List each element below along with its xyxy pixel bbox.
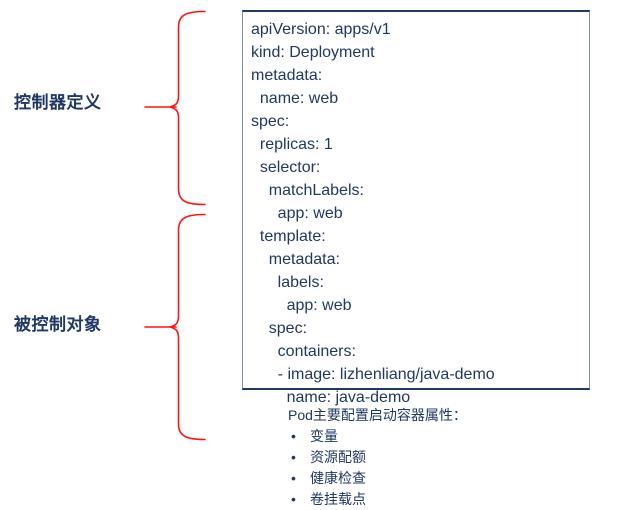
- group-label-controller-definition: 控制器定义: [14, 93, 102, 112]
- list-item: • 卷挂载点: [288, 489, 467, 510]
- bullet-icon: •: [291, 428, 296, 444]
- pod-attributes-note: Pod主要配置启动容器属性： • 变量 • 资源配额 • 健康检查 • 卷挂载点: [288, 405, 467, 510]
- list-item: • 变量: [288, 426, 467, 447]
- bullet-icon: •: [291, 491, 296, 507]
- bullet-icon: •: [291, 449, 296, 465]
- brace-controller-definition: [169, 10, 206, 206]
- list-item: • 资源配额: [288, 447, 467, 468]
- list-item: • 健康检查: [288, 468, 467, 489]
- list-item-label: 变量: [310, 428, 338, 444]
- yaml-manifest-text: apiVersion: apps/v1 kind: Deployment met…: [251, 21, 495, 406]
- brace-controlled-object: [169, 213, 206, 441]
- list-item-label: 卷挂载点: [310, 491, 366, 507]
- bullet-icon: •: [291, 470, 296, 486]
- yaml-manifest-box: apiVersion: apps/v1 kind: Deployment met…: [242, 10, 590, 406]
- list-item-label: 健康检查: [310, 470, 366, 486]
- pod-attributes-list: • 变量 • 资源配额 • 健康检查 • 卷挂载点: [288, 426, 467, 510]
- group-label-controlled-object: 被控制对象: [14, 315, 102, 334]
- list-item-label: 资源配额: [310, 449, 366, 465]
- pod-attributes-title: Pod主要配置启动容器属性：: [288, 407, 467, 423]
